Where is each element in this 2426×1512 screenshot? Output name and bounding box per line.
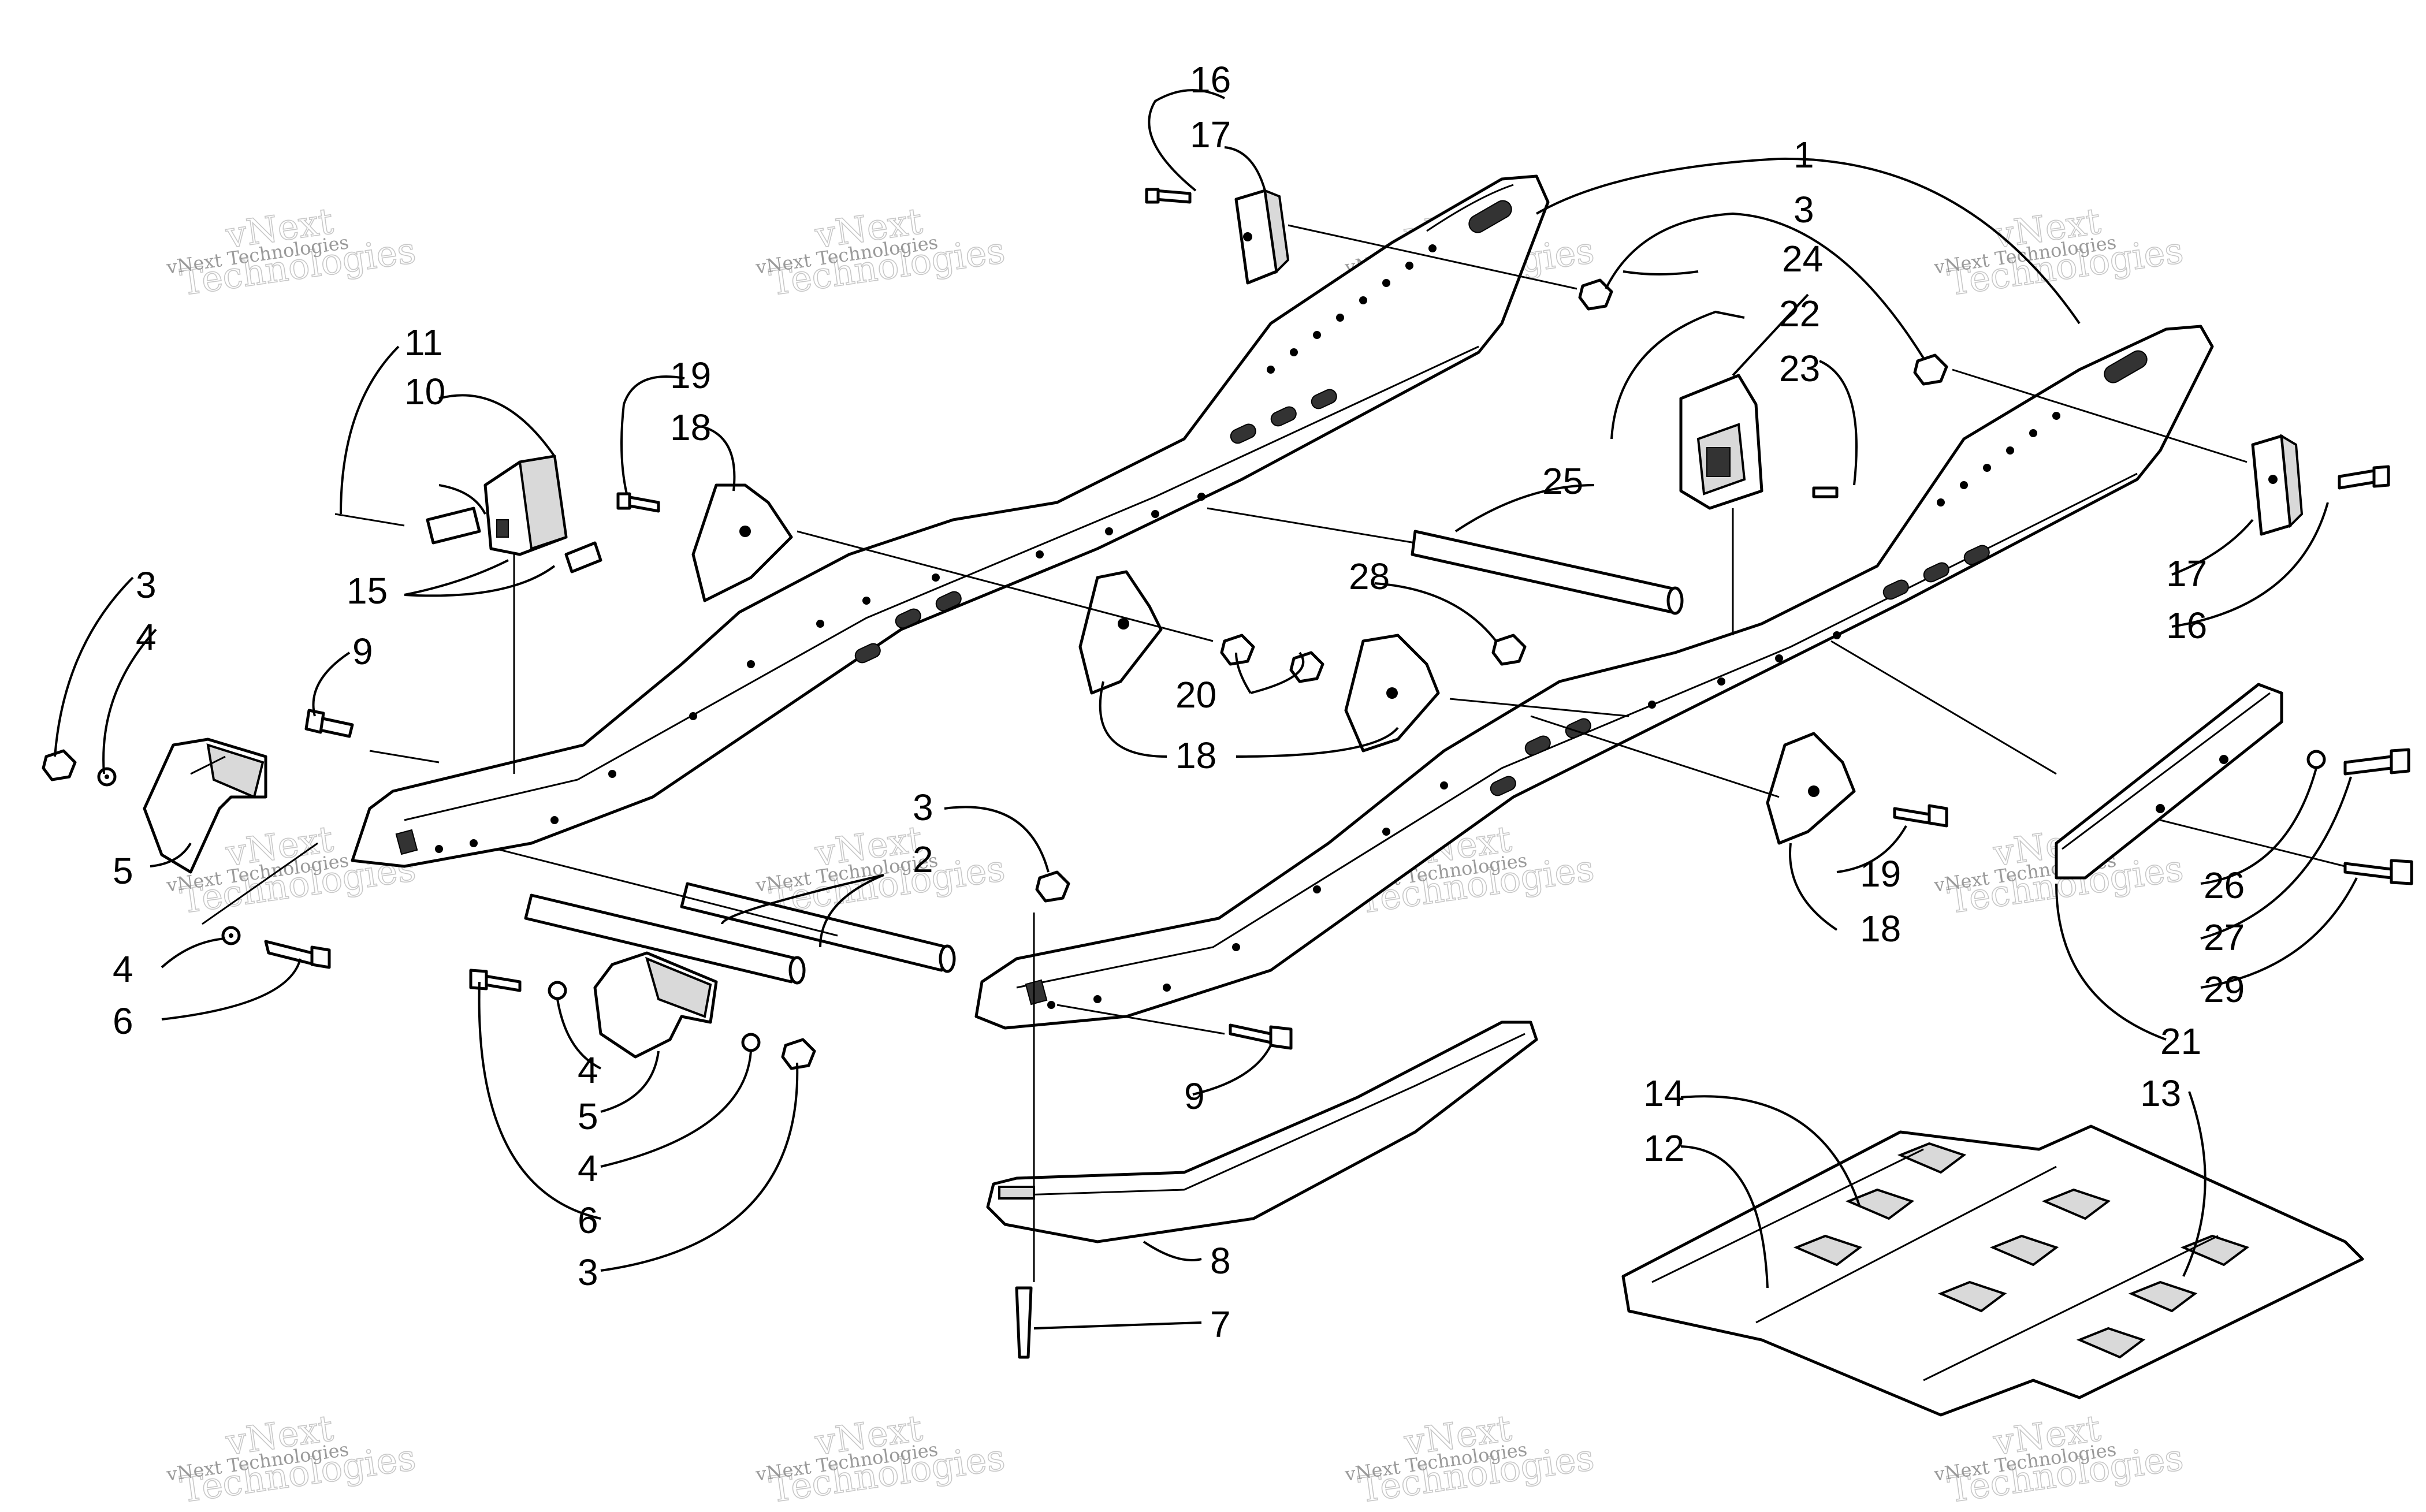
callout-9-left: 9: [352, 631, 373, 672]
callout-6-left: 6: [113, 1000, 133, 1042]
nut-20-a: [1220, 634, 1255, 666]
callout-8: 8: [1210, 1240, 1231, 1282]
callout-13: 13: [2140, 1072, 2181, 1114]
left-rail-holes: [395, 244, 1437, 855]
bolt-9-center: [1229, 1023, 1293, 1050]
callout-2: 2: [913, 839, 933, 880]
part-5-bumper-left: [143, 738, 267, 874]
wear-strip-8: [986, 1021, 1538, 1243]
callout-29: 29: [2204, 969, 2245, 1010]
shaft-2-b: [680, 882, 956, 973]
callout-labels: 16 17 1 3 24 22 23 11 10 19 18 25 17 16 …: [113, 59, 2245, 1345]
part-21-bar: [2055, 683, 2283, 880]
callout-1: 1: [1794, 134, 1814, 176]
callout-7: 7: [1210, 1304, 1231, 1345]
shaft-25: [1411, 530, 1684, 615]
callout-4-center-a: 4: [578, 1049, 598, 1091]
callout-26: 26: [2204, 865, 2245, 906]
callout-16-top: 16: [1190, 59, 1231, 100]
right-rail-holes: [1025, 412, 2060, 1009]
callout-4-center-b: 4: [578, 1148, 598, 1189]
part-18-plate-left: [691, 483, 793, 602]
callout-23: 23: [1779, 348, 1820, 389]
callout-18-center: 18: [1175, 735, 1216, 776]
part-18-plate-mid: [1344, 634, 1440, 753]
callout-9-center: 9: [1184, 1075, 1205, 1117]
washer-4-center-b: [741, 1033, 761, 1052]
bolt-29: [2343, 859, 2413, 885]
callout-4-left: 4: [136, 616, 157, 658]
part-17-bracket-right: [2251, 434, 2390, 536]
callout-16-right: 16: [2166, 605, 2207, 646]
nut-3-left: [42, 749, 77, 781]
callout-4-lower-left: 4: [113, 948, 133, 990]
callout-5-center: 5: [578, 1096, 598, 1137]
nut-28: [1491, 634, 1527, 666]
callout-3-top: 3: [1794, 189, 1814, 230]
bolt-19-right: [1893, 804, 1948, 828]
shaft-2-a: [524, 893, 806, 985]
part-17-bracket-top: [1145, 188, 1290, 285]
callout-19-right: 19: [1860, 853, 1901, 895]
bolt-6-left: [264, 940, 331, 969]
callout-14: 14: [1643, 1072, 1684, 1114]
bolt-9-left: [304, 709, 354, 738]
callout-21: 21: [2160, 1021, 2201, 1062]
callout-22: 22: [1779, 293, 1820, 334]
nut-3-top: [1578, 278, 1613, 311]
callout-18-left: 18: [670, 407, 711, 448]
left-slide-rail: [351, 174, 1550, 868]
nut-3-right: [1913, 353, 1948, 386]
right-slide-rail: [974, 325, 2214, 1030]
callout-17-top: 17: [1190, 114, 1231, 155]
callout-10: 10: [404, 371, 445, 412]
bolt-6-center: [469, 969, 522, 992]
bolt-27: [2343, 748, 2410, 776]
part-5-bumper-center: [593, 951, 718, 1059]
callout-6-center: 6: [578, 1200, 598, 1241]
callout-17-right: 17: [2166, 553, 2207, 594]
callout-20: 20: [1175, 674, 1216, 716]
part-10-block: [334, 455, 602, 573]
callout-19-left: 19: [670, 355, 711, 396]
washer-4-left: [97, 767, 117, 787]
nut-3-center: [1035, 870, 1070, 903]
washer-4-center-a: [548, 981, 567, 1000]
part-18-plate-right: [1766, 732, 1856, 845]
callout-24: 24: [1782, 238, 1823, 280]
callout-25: 25: [1542, 460, 1583, 502]
callout-27: 27: [2204, 917, 2245, 958]
leader-lines: [54, 89, 2358, 1329]
nut-20-b: [1289, 651, 1324, 683]
callout-11: 11: [404, 322, 442, 363]
callout-3-left: 3: [136, 564, 157, 606]
track-section: [1621, 1124, 2364, 1417]
washer-4-left-bottom: [221, 926, 241, 945]
callout-15: 15: [347, 570, 388, 612]
callout-3-bottom: 3: [578, 1252, 598, 1293]
screw-7: [1015, 1286, 1033, 1359]
callout-12: 12: [1643, 1127, 1684, 1169]
part-22-bracket: [1679, 374, 1839, 510]
callout-18-right: 18: [1860, 908, 1901, 949]
callout-5-left: 5: [113, 850, 133, 892]
callout-3-center: 3: [913, 787, 933, 828]
bolt-19-left: [616, 492, 660, 513]
part-18-plate-center: [1078, 570, 1163, 695]
callout-28: 28: [1349, 556, 1390, 597]
nut-3-center-b: [781, 1038, 816, 1070]
washer-26: [2306, 750, 2326, 769]
